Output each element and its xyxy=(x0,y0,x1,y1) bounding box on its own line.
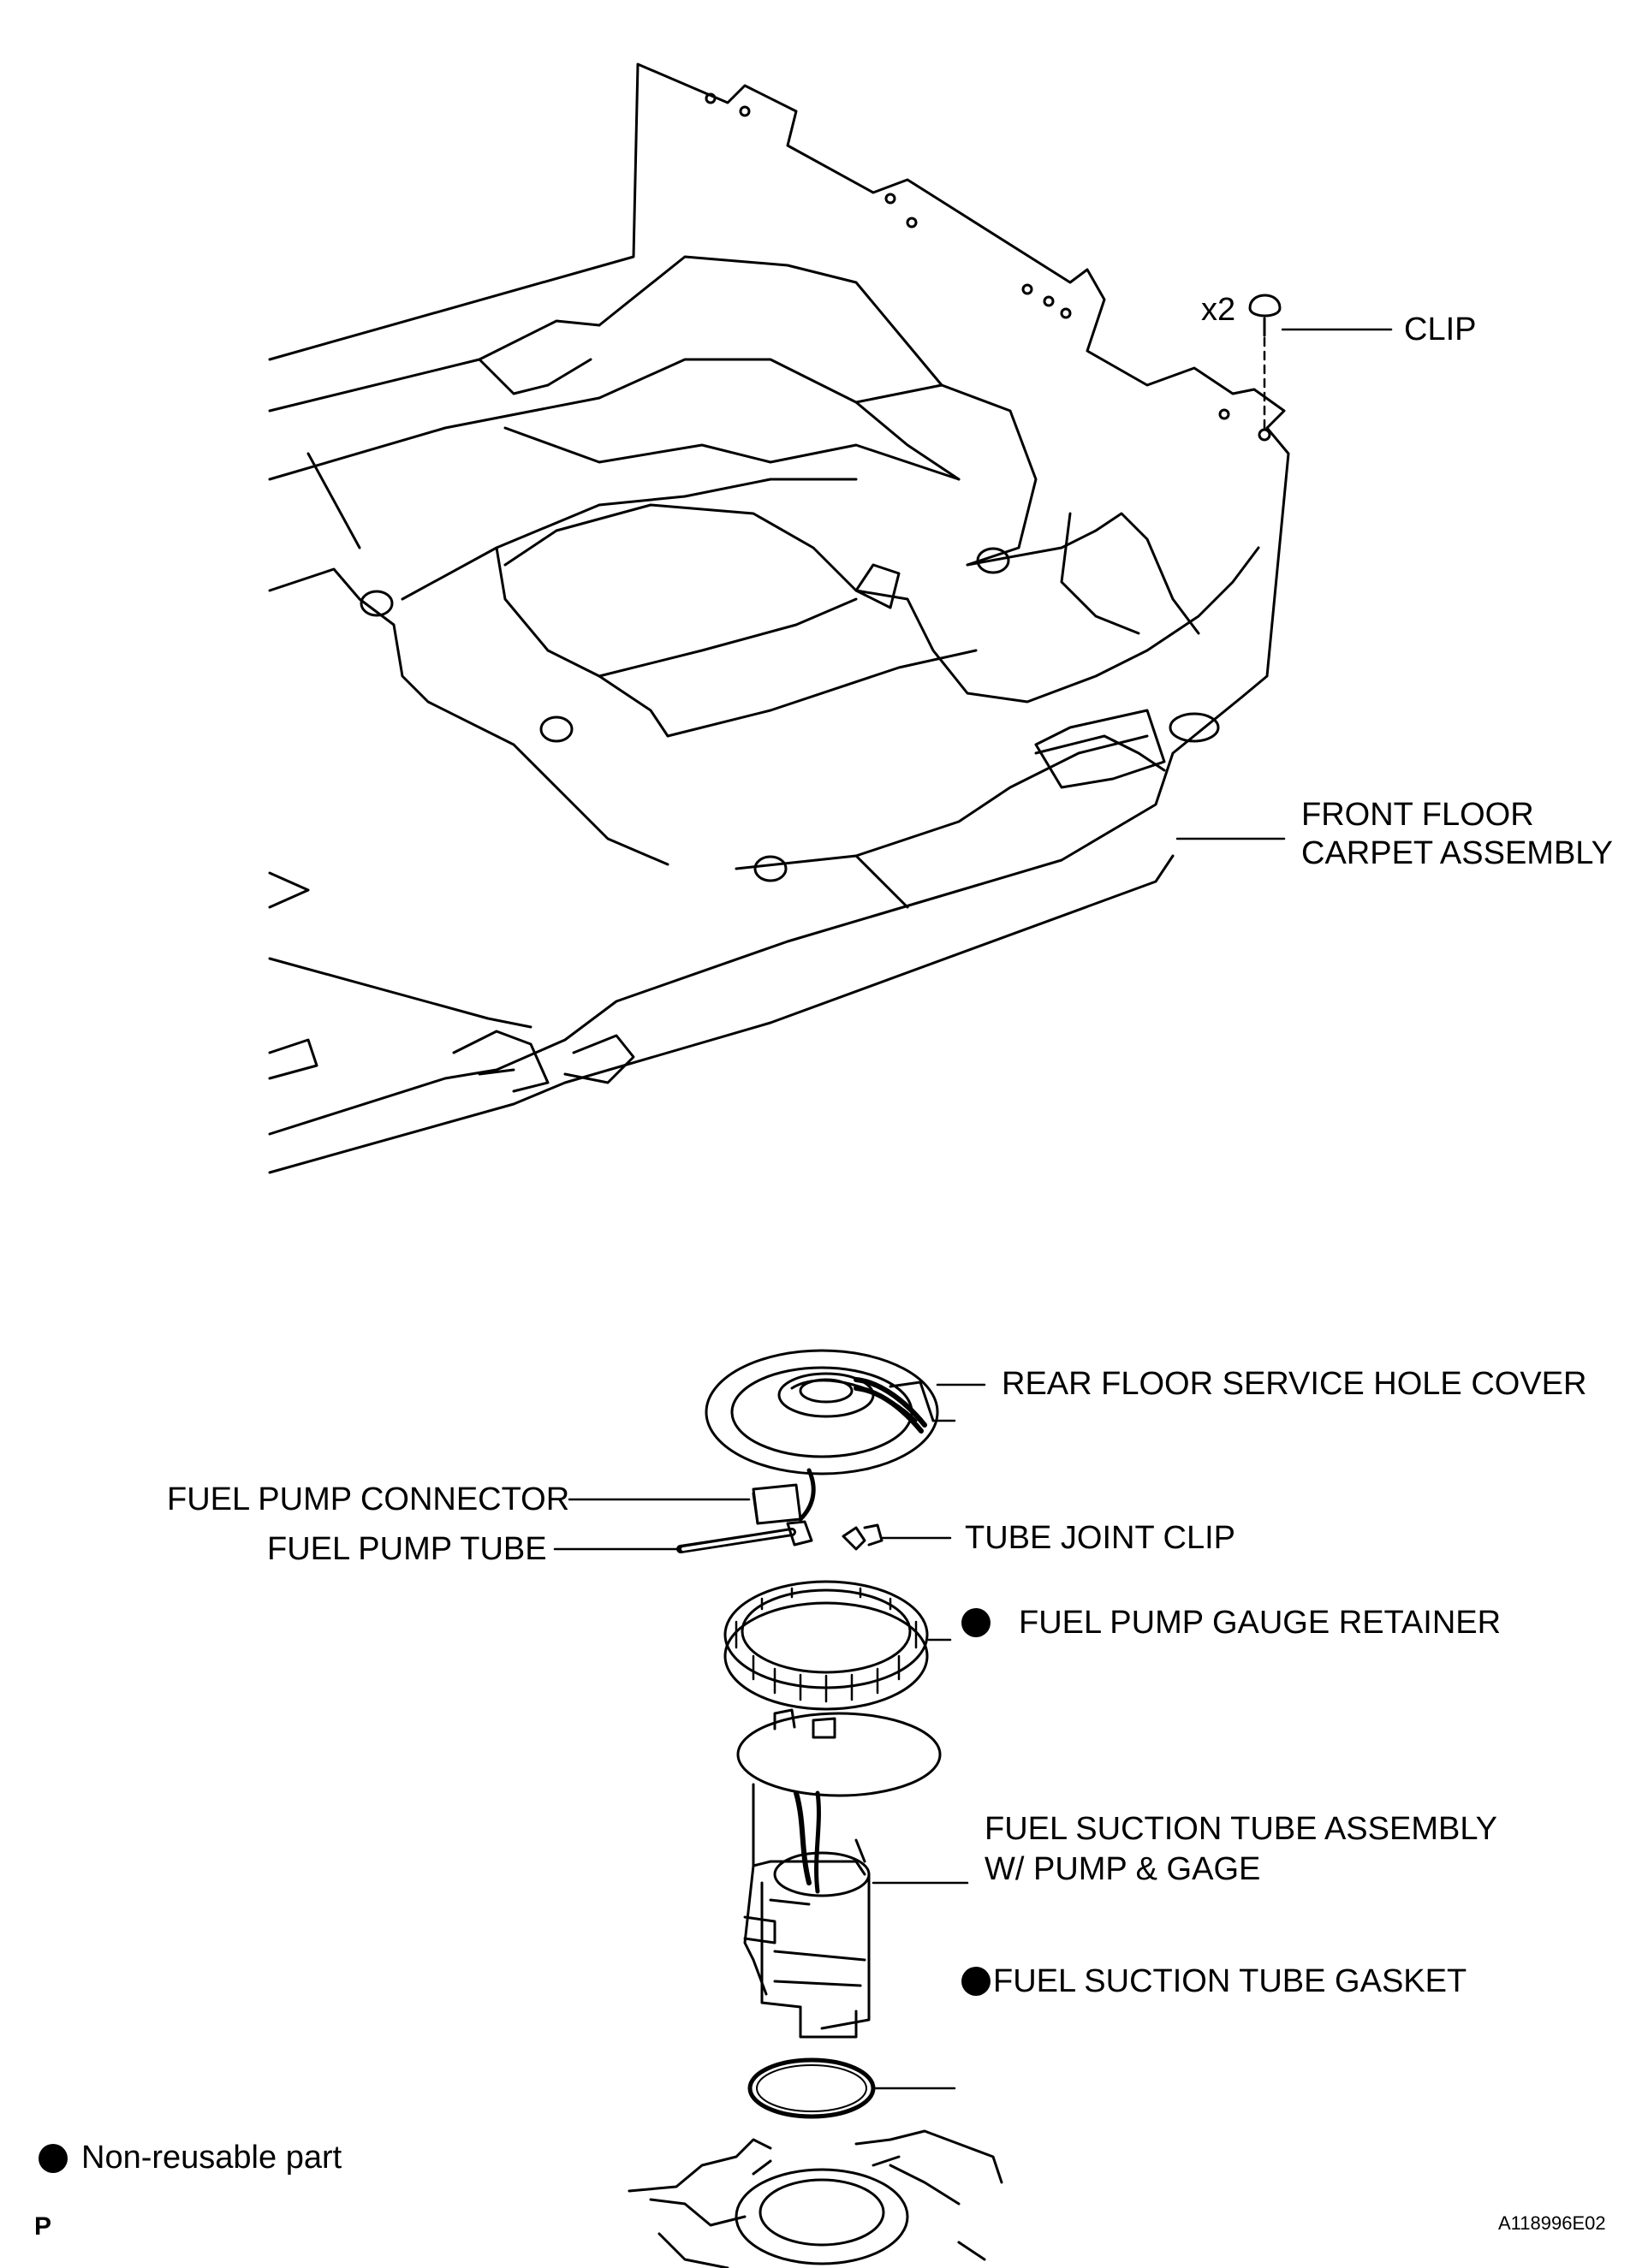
non-reusable-dot-icon xyxy=(961,1608,991,1637)
clip-drawing xyxy=(1248,294,1393,442)
suction-tube-label-line2: W/ PUMP & GAGE xyxy=(985,1851,1261,1887)
legend-dot-icon xyxy=(39,2144,68,2173)
clip-label: CLIP xyxy=(1404,312,1477,347)
pump-tube-label: FUEL PUMP TUBE xyxy=(267,1531,547,1567)
tube-joint-clip-label: TUBE JOINT CLIP xyxy=(965,1520,1236,1556)
tube-joint-clip-drawing xyxy=(842,1523,883,1551)
front-floor-carpet-drawing xyxy=(268,62,1290,1174)
gauge-retainer-drawing xyxy=(723,1580,929,1711)
service-hole-cover-drawing xyxy=(705,1349,956,1525)
pump-connector-label: FUEL PUMP CONNECTOR xyxy=(167,1481,570,1517)
fuel-suction-tube-drawing xyxy=(736,1708,942,2039)
non-reusable-dot-icon xyxy=(961,1967,991,1996)
gauge-retainer-label: FUEL PUMP GAUGE RETAINER xyxy=(1019,1605,1502,1641)
quantity-label: x2 xyxy=(1201,292,1236,328)
figure-id: A118996E02 xyxy=(1498,2212,1606,2234)
carpet-label-line2: CARPET ASSEMBLY xyxy=(1301,835,1613,871)
legend-text: Non-reusable part xyxy=(81,2140,342,2176)
suction-tube-gasket-drawing xyxy=(747,2057,876,2119)
corner-mark: P xyxy=(34,2212,52,2241)
service-cover-label: REAR FLOOR SERVICE HOLE COVER xyxy=(1002,1366,1587,1402)
suction-gasket-label: FUEL SUCTION TUBE GASKET xyxy=(993,1963,1467,1999)
carpet-label-line1: FRONT FLOOR xyxy=(1301,797,1534,833)
fuel-pump-tube-drawing xyxy=(676,1520,813,1553)
fuel-tank-top-drawing xyxy=(628,2129,1003,2268)
suction-tube-label-line1: FUEL SUCTION TUBE ASSEMBLY xyxy=(985,1811,1498,1847)
